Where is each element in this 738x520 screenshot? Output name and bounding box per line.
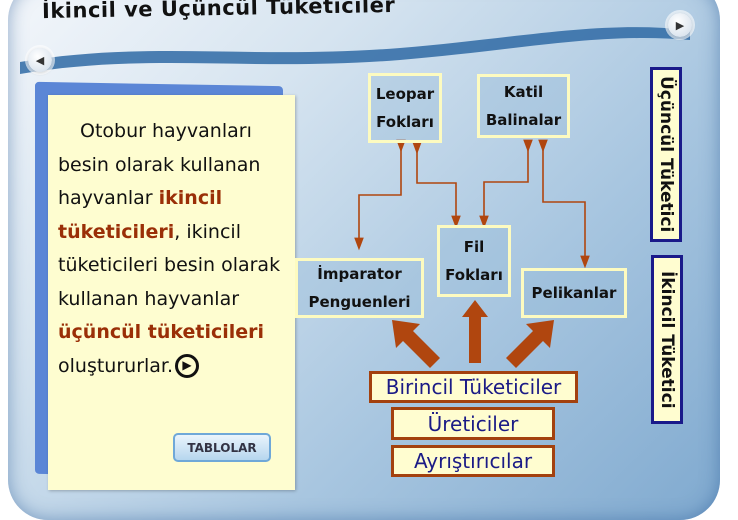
label-text: Üçüncül Tüketici	[656, 76, 676, 233]
thick-arrow-right	[506, 320, 554, 368]
explanation-text: Otobur hayvanları besin olarak kullanan …	[58, 115, 288, 383]
label-ucuncul-tuketici: Üçüncül Tüketici	[650, 67, 682, 242]
arrow-leopar-fil	[412, 141, 461, 229]
node-fil-foklari: Fil Fokları	[437, 225, 511, 297]
node-leopar-foklari: Leopar Fokları	[368, 73, 442, 143]
label-text: İkincil Tüketici	[657, 270, 677, 409]
prev-button[interactable]: ◀	[28, 48, 52, 72]
decor-wave	[20, 27, 690, 74]
chevron-right-icon: ▶	[675, 18, 685, 32]
thick-arrow-left	[392, 320, 440, 368]
node-pelikanlar: Pelikanlar	[521, 268, 627, 318]
level-birincil-tuketiciler: Birincil Tüketiciler	[369, 371, 578, 403]
highlight-ucuncul: üçüncül tüketicileri	[58, 321, 265, 343]
tablolar-button[interactable]: TABLOLAR	[173, 433, 271, 462]
arrow-katil-pelikan	[538, 139, 590, 269]
label-ikincil-tuketici: İkincil Tüketici	[651, 255, 683, 424]
text-part: , ikincil tüketicileri besin olarak kull…	[58, 220, 281, 310]
text-part: oluştururlar.	[58, 354, 174, 377]
thick-arrow-middle	[462, 300, 488, 363]
node-katil-balinalar: Katil Balinalar	[477, 74, 570, 138]
text-part: Otobur hayvanları besin olarak kullanan …	[58, 120, 261, 209]
level-ayristiricilar: Ayrıştırıcılar	[391, 445, 555, 477]
food-web-arrows	[354, 139, 590, 368]
text-card	[48, 95, 295, 490]
node-imparator-penguenleri: İmparator Penguenleri	[295, 258, 424, 318]
arrow-katil-fil	[479, 139, 533, 229]
play-icon[interactable]: ▶	[175, 354, 200, 378]
highlight-ikincil: ikincil tüketicileri	[58, 187, 223, 243]
next-button[interactable]: ▶	[668, 13, 692, 37]
arrow-leopar-imparator	[354, 139, 406, 251]
level-ureticiler: Üreticiler	[391, 407, 555, 440]
chevron-left-icon: ◀	[35, 53, 45, 67]
